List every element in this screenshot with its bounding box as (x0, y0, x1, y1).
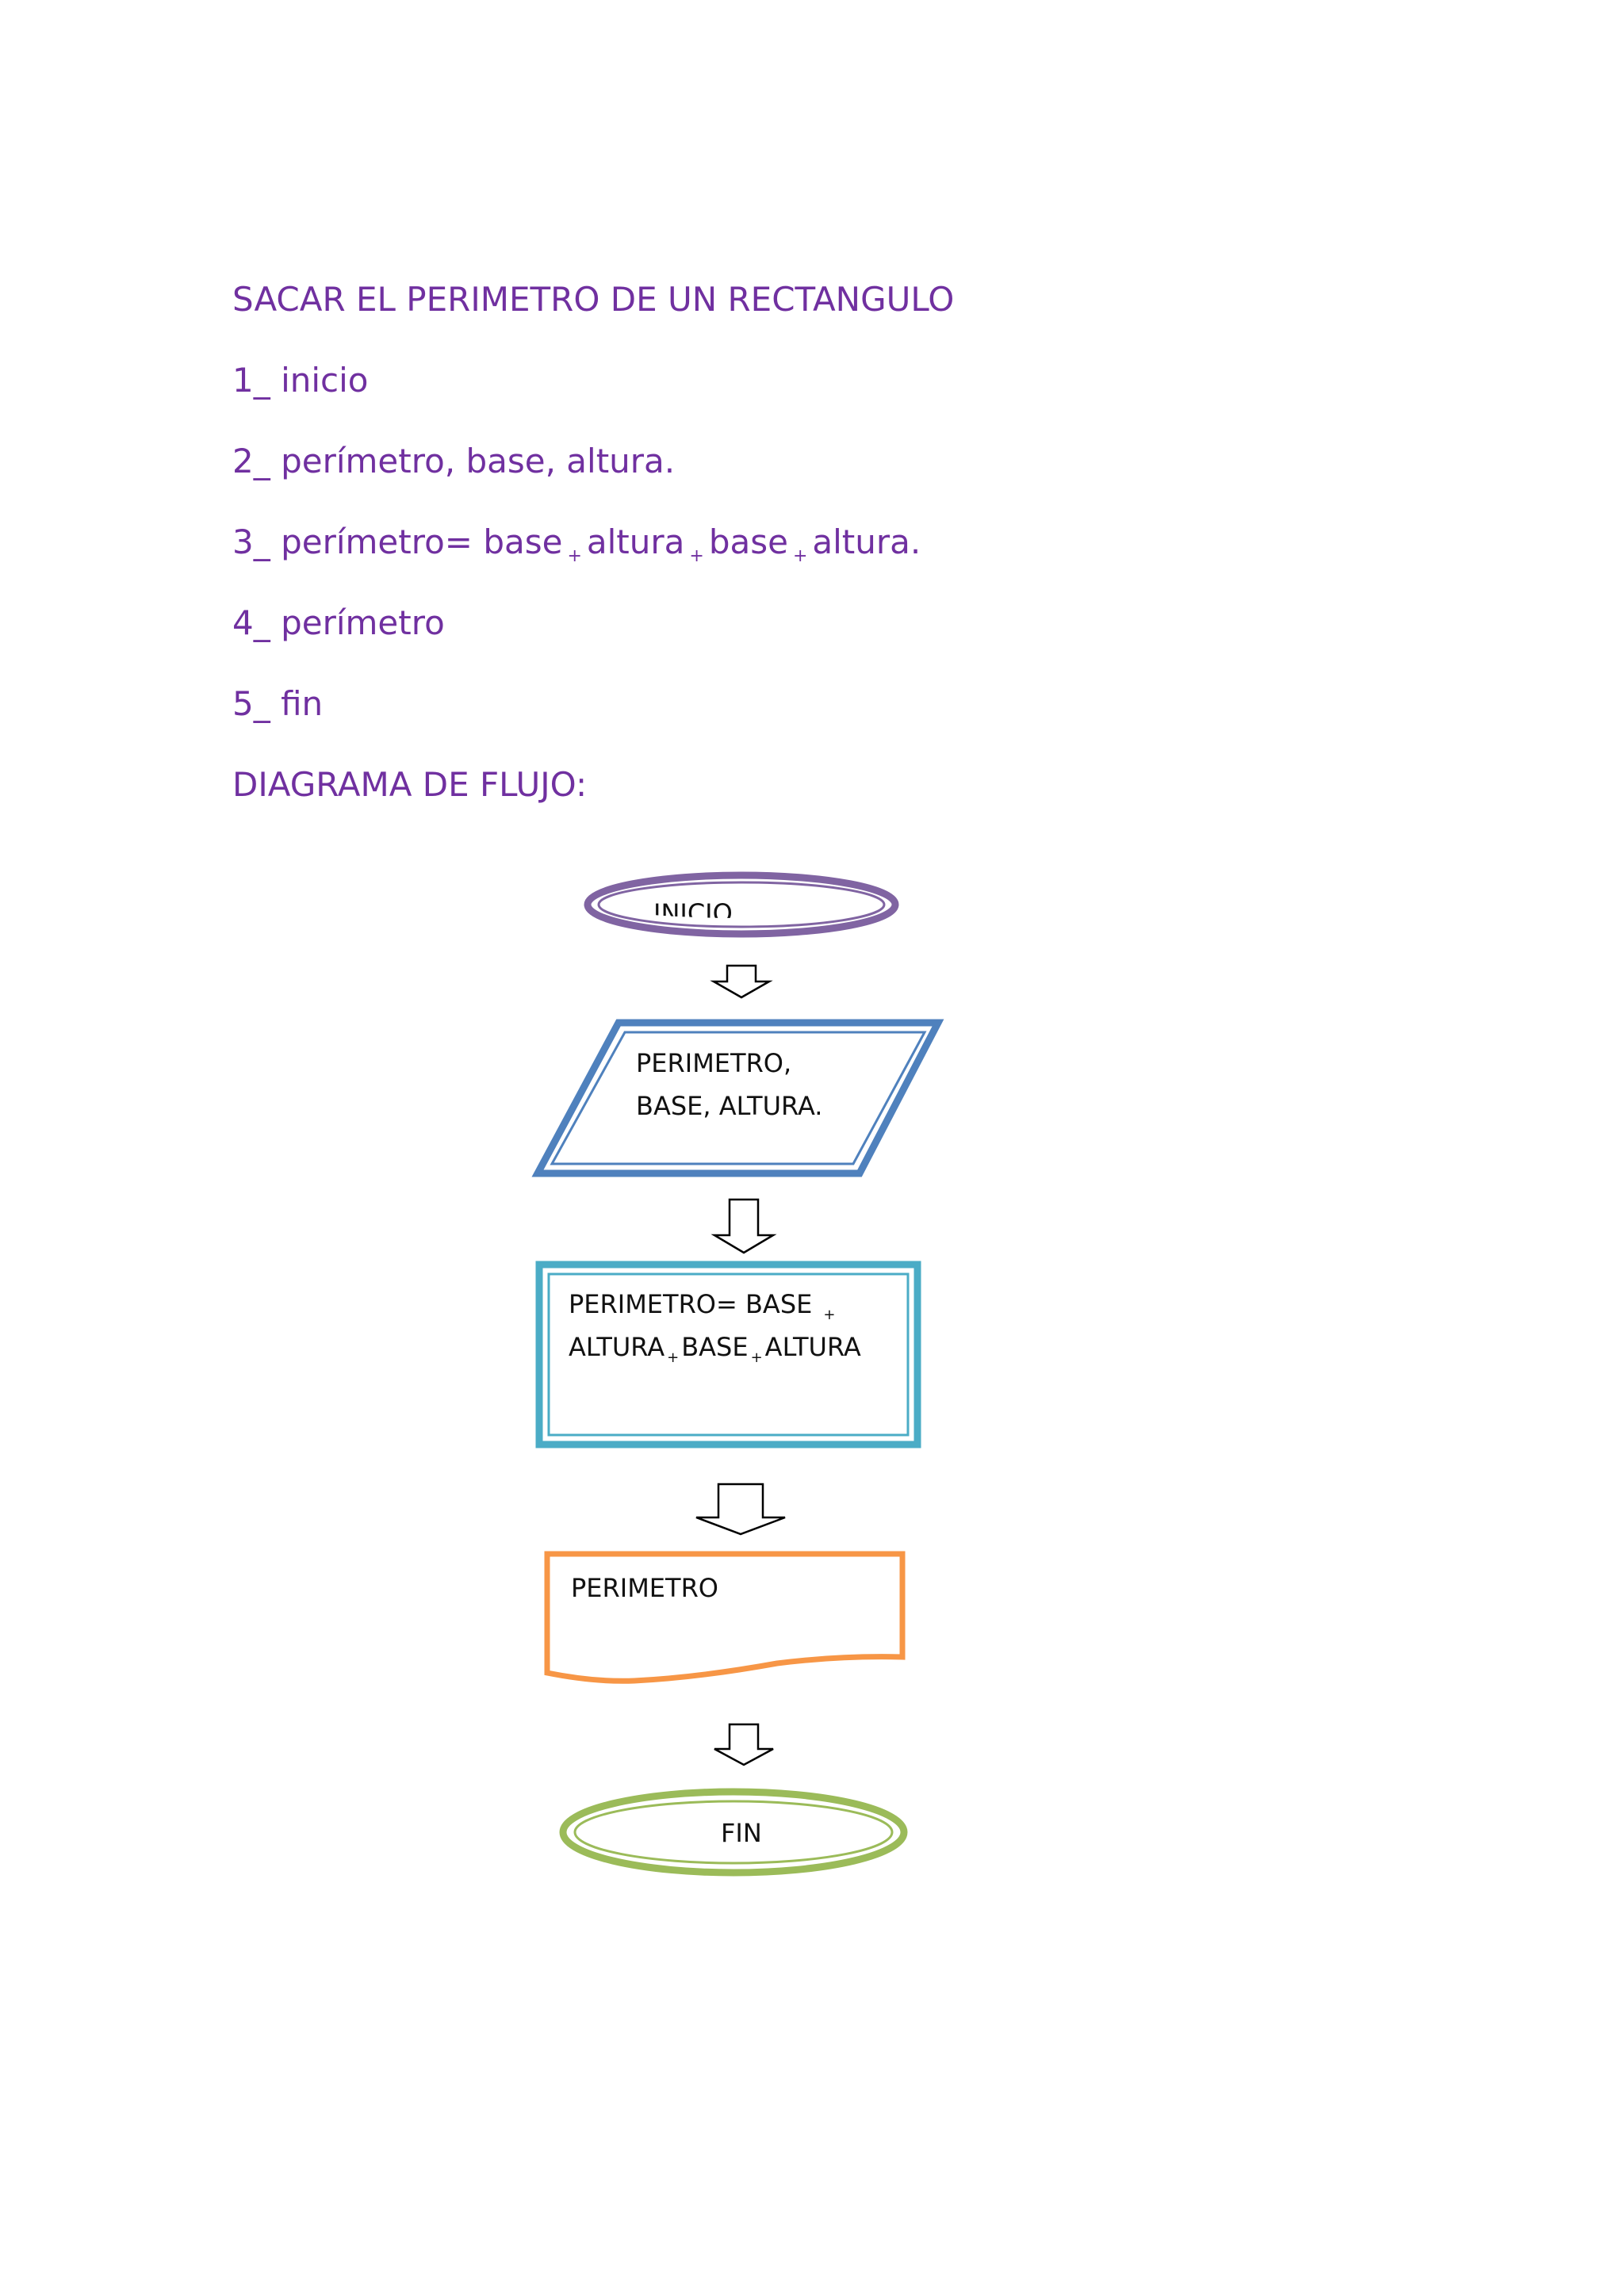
start-label: INICIO (653, 898, 733, 918)
plus-sign: + (689, 546, 704, 566)
start-label-clip: INICIO (588, 882, 895, 918)
step-3-part-2: altura (586, 522, 685, 561)
down-arrow-icon (695, 1483, 786, 1536)
process-text-line-1: PERIMETRO= BASE + (569, 1283, 837, 1330)
process-text-part: BASE (681, 1332, 749, 1362)
step-5: 5_ fin (232, 684, 324, 723)
plus-sign: + (567, 546, 582, 566)
diagram-heading: DIAGRAMA DE FLUJO: (232, 765, 588, 804)
step-4: 4_ perímetro (232, 603, 445, 642)
plus-sign: + (792, 546, 808, 566)
step-1: 1_ inicio (232, 361, 369, 400)
down-arrow-icon (710, 1198, 777, 1254)
start-terminal (584, 871, 899, 938)
step-2: 2_ perímetro, base, altura. (232, 442, 676, 480)
step-3: 3_ perímetro= base+altura+base+altura. (232, 526, 921, 565)
process-rectangle (535, 1261, 921, 1448)
plus-sign: + (667, 1349, 680, 1366)
down-arrow-icon (710, 964, 773, 999)
input-text-line-2: BASE, ALTURA. (636, 1091, 823, 1121)
step-3-part-4: altura. (812, 522, 921, 561)
plus-sign: + (750, 1349, 763, 1366)
step-3-part-1: 3_ perímetro= base (232, 522, 563, 561)
plus-sign: + (823, 1307, 836, 1323)
step-3-part-3: base (708, 522, 788, 561)
document-title: SACAR EL PERIMETRO DE UN RECTANGULO (232, 280, 955, 319)
output-document (544, 1551, 906, 1684)
process-text-line-2: ALTURA+BASE+ALTURA (569, 1326, 861, 1373)
end-terminal (559, 1788, 908, 1877)
down-arrow-icon (714, 1723, 774, 1766)
output-text: PERIMETRO (571, 1573, 718, 1603)
end-label: FIN (721, 1818, 762, 1848)
process-text-part: ALTURA (764, 1332, 861, 1362)
process-text-part: PERIMETRO= BASE (569, 1289, 813, 1319)
process-text-part: ALTURA (569, 1332, 665, 1362)
input-text-line-1: PERIMETRO, (636, 1048, 792, 1078)
input-parallelogram (531, 1019, 944, 1177)
